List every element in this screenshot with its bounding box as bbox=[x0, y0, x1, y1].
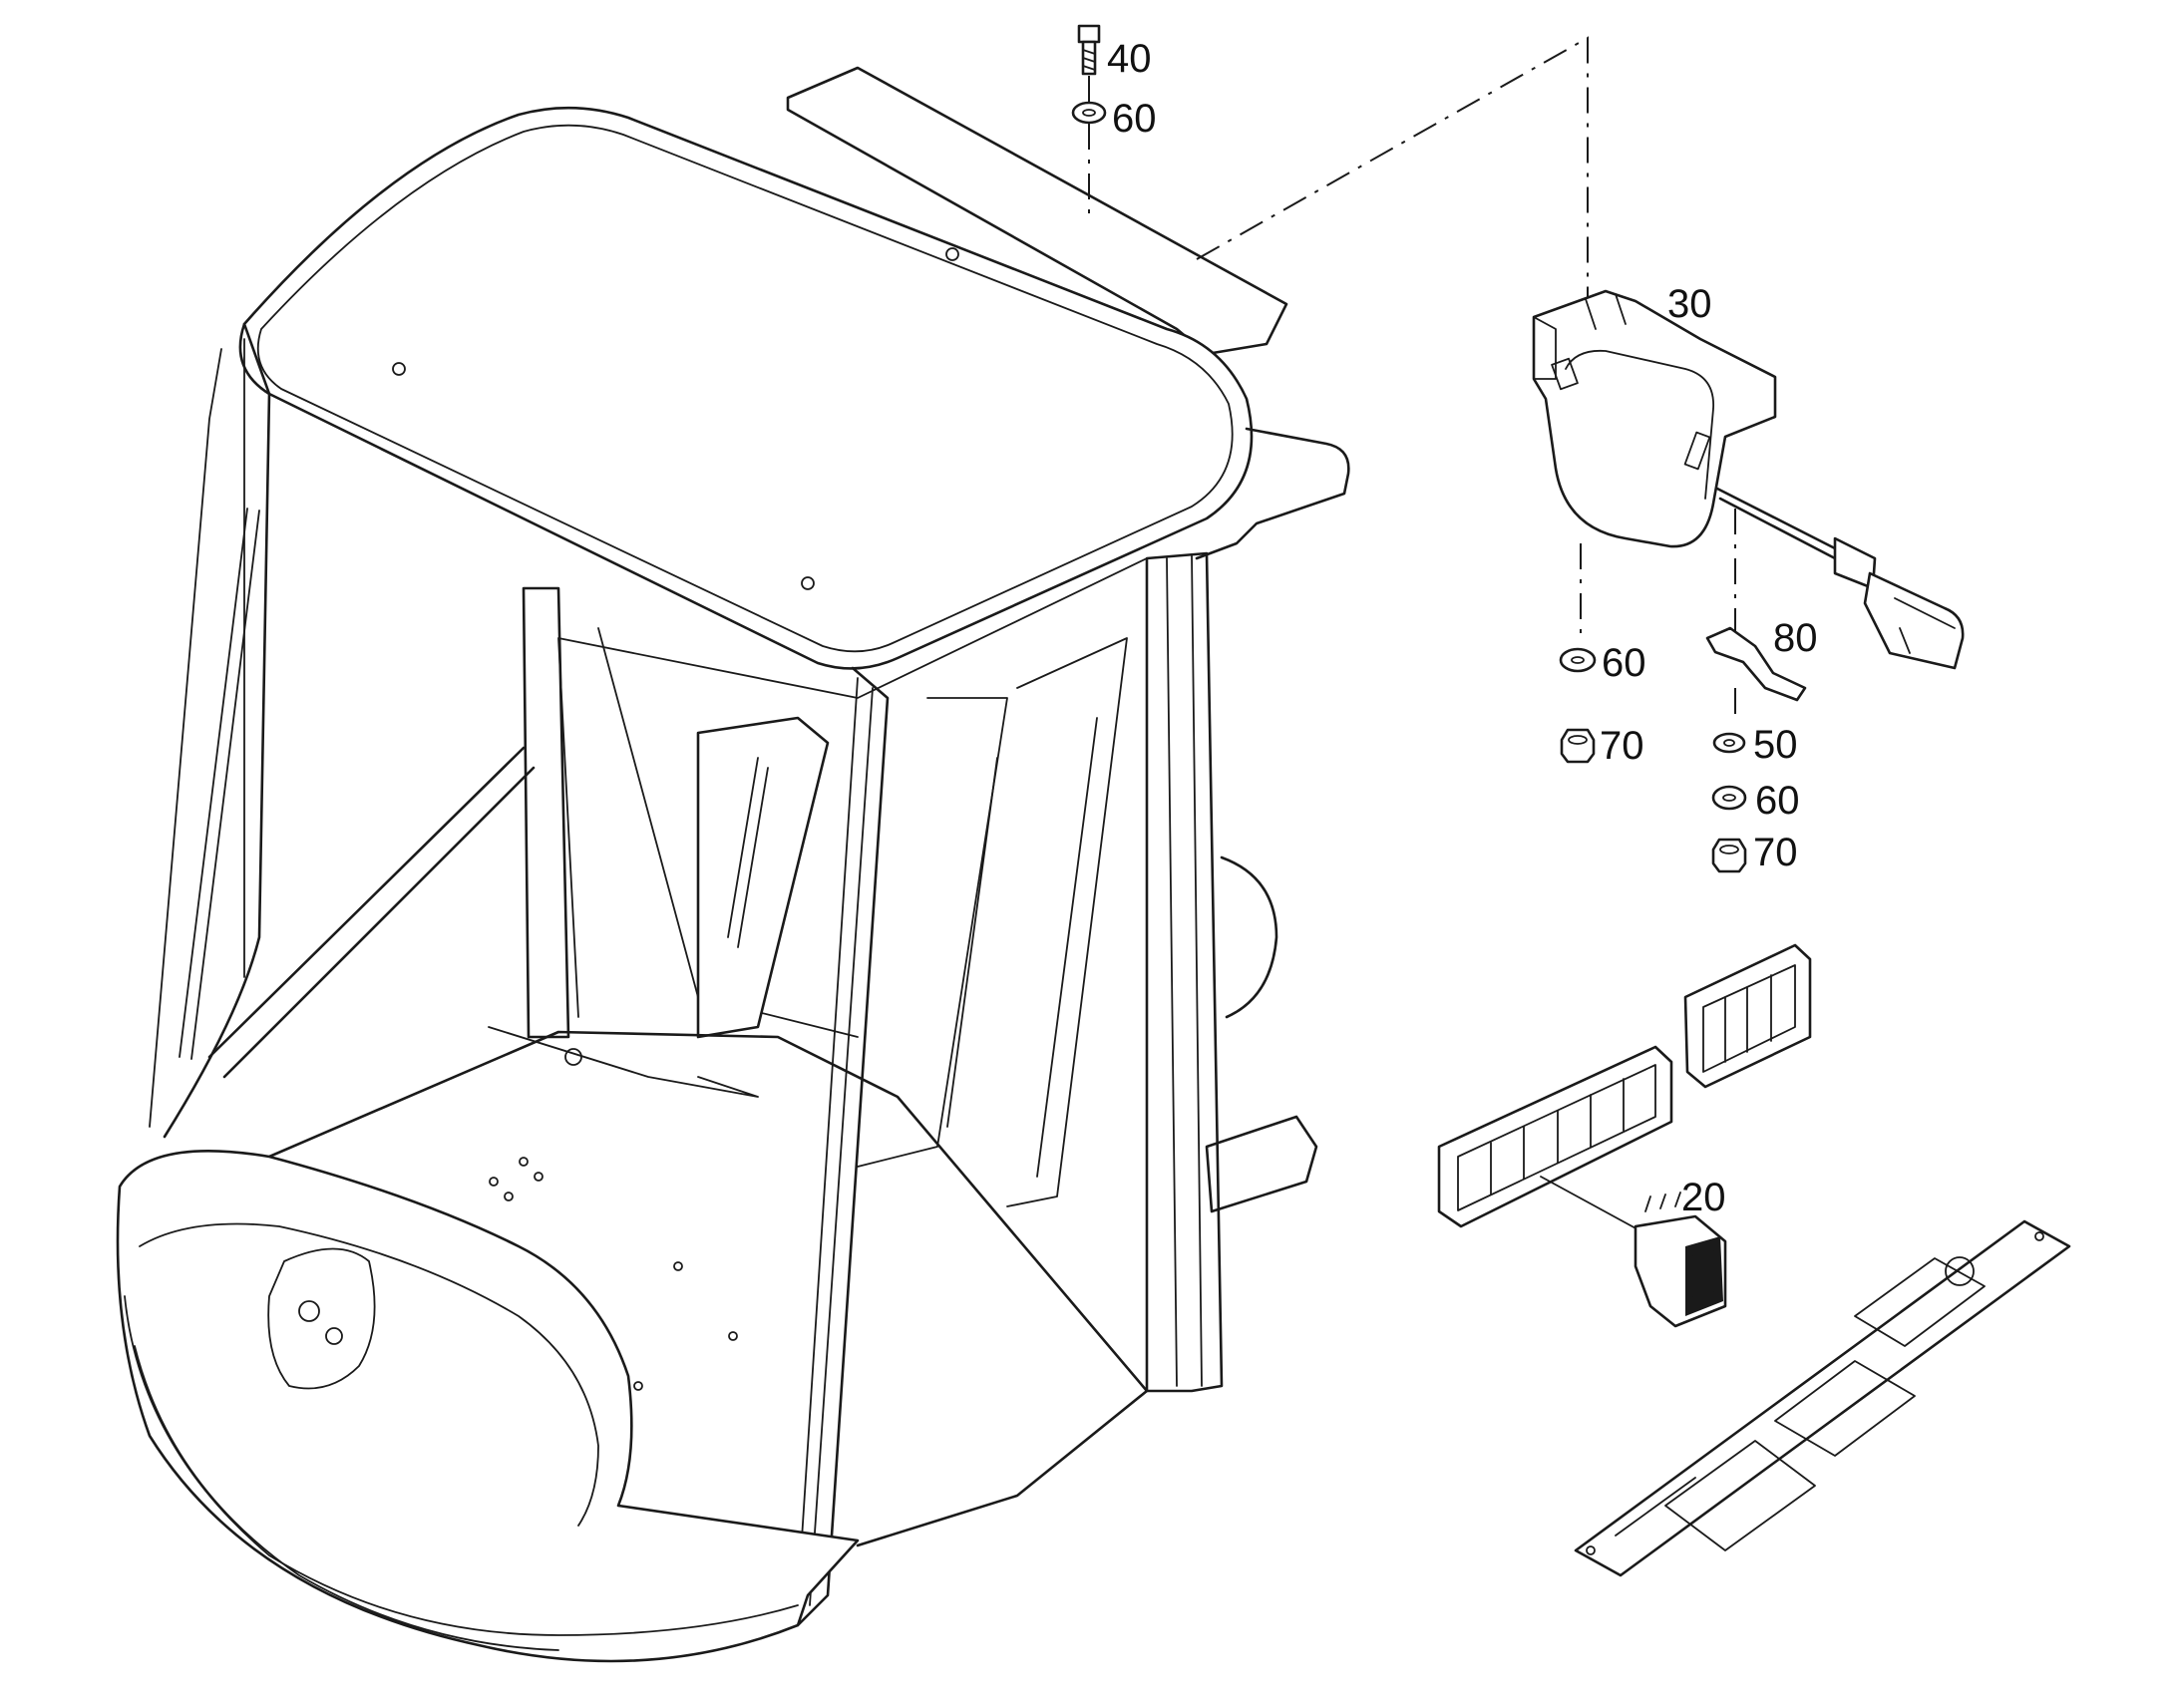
switch-panel-small bbox=[1683, 943, 1812, 1089]
callout-60-top: 60 bbox=[1112, 97, 1157, 141]
callout-60-left: 60 bbox=[1602, 641, 1646, 685]
sensor-30 bbox=[1532, 289, 1965, 670]
mounting-plate bbox=[1574, 1219, 2071, 1577]
roof-side-rail bbox=[1195, 427, 1350, 560]
cab-roof bbox=[238, 106, 1254, 670]
callout-50: 50 bbox=[1753, 723, 1798, 767]
callout-70-left: 70 bbox=[1600, 724, 1644, 768]
rear-right-pillar bbox=[1145, 551, 1224, 1393]
rear-left-pillar bbox=[522, 586, 570, 1039]
cab-assembly bbox=[116, 66, 1350, 1663]
roof-mount-bracket bbox=[786, 66, 1288, 356]
switch-panel-large bbox=[1437, 1045, 1673, 1228]
switch-leader-20 bbox=[1540, 1176, 1651, 1237]
assembly-line-sensor bbox=[1196, 36, 1589, 299]
front-left-pillar bbox=[163, 322, 271, 1139]
callout-80: 80 bbox=[1773, 616, 1818, 660]
control-box bbox=[696, 716, 830, 1039]
callout-labels: 40 60 30 60 70 80 50 60 70 20 bbox=[1107, 37, 1818, 1219]
washer-60-right bbox=[1711, 785, 1747, 811]
washer-60-left bbox=[1559, 647, 1597, 673]
cab-floor bbox=[267, 1030, 1149, 1547]
floor-fasteners bbox=[392, 247, 959, 1391]
roof-inner-edge bbox=[256, 124, 1234, 653]
bolt-40 bbox=[1077, 24, 1101, 76]
washer-60-top bbox=[1071, 101, 1107, 125]
cab-front-dash bbox=[116, 1149, 860, 1663]
callout-30: 30 bbox=[1667, 282, 1712, 326]
clip-80 bbox=[1705, 626, 1807, 702]
rocker-switch-20 bbox=[1634, 1192, 1727, 1328]
washer-50 bbox=[1712, 732, 1746, 754]
side-brace bbox=[207, 746, 536, 1079]
callout-60-right: 60 bbox=[1755, 779, 1800, 823]
nut-70-left bbox=[1560, 728, 1596, 764]
callout-40: 40 bbox=[1107, 37, 1152, 81]
callout-20: 20 bbox=[1681, 1176, 1726, 1219]
front-right-pillar bbox=[796, 666, 890, 1627]
mirror-bracket bbox=[1205, 1115, 1318, 1213]
door-seal-strip bbox=[179, 508, 260, 1060]
side-console-mount bbox=[1220, 855, 1278, 1019]
dash-recess bbox=[267, 1247, 376, 1390]
rear-rails bbox=[857, 637, 1128, 1207]
callout-70-right: 70 bbox=[1753, 831, 1798, 874]
nut-70-right bbox=[1711, 838, 1747, 873]
